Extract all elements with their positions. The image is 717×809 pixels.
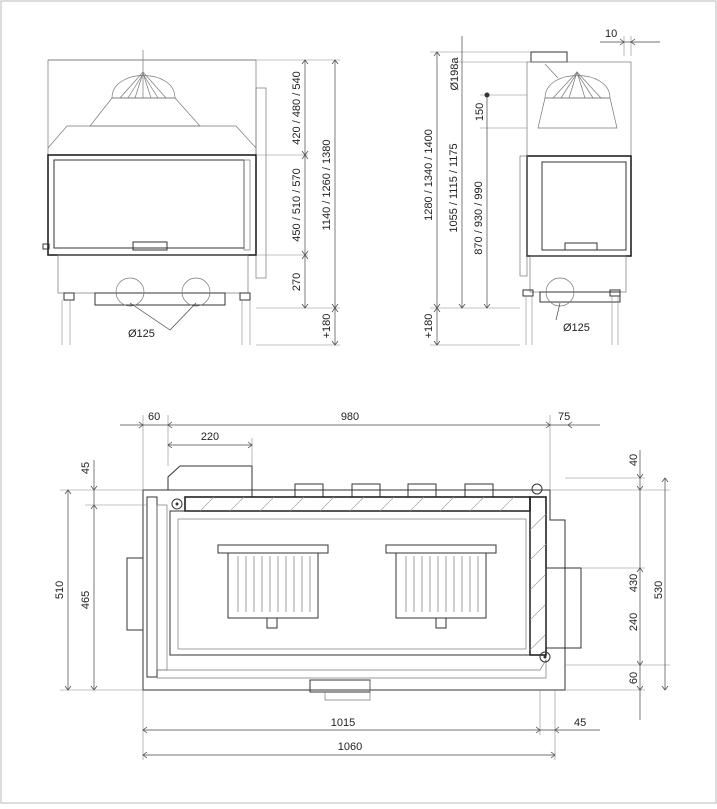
plan-view — [60, 415, 670, 760]
front-view — [42, 50, 340, 346]
side-dim-pipe: Ø125 — [563, 322, 590, 334]
plan-dim-45-top: 45 — [80, 462, 92, 474]
plan-dim-240: 240 — [628, 613, 640, 631]
plan-dim-980: 980 — [341, 411, 359, 423]
plan-dim-530: 530 — [653, 581, 665, 599]
front-dim-mid: 450 / 510 / 570 — [291, 168, 303, 241]
plan-dim-510: 510 — [54, 581, 66, 599]
side-dim-leg: +180 — [423, 314, 435, 339]
front-dim-pipe: Ø125 — [128, 328, 155, 340]
front-dim-top: 420 / 480 / 540 — [291, 71, 303, 144]
plan-dim-1015: 1015 — [331, 717, 355, 729]
side-view — [430, 36, 660, 346]
plan-dim-60-right: 60 — [628, 672, 640, 684]
side-dim-b: 870 / 930 / 990 — [473, 181, 485, 254]
plan-dim-465: 465 — [80, 591, 92, 609]
side-dim-total: 1280 / 1340 / 1400 — [423, 129, 435, 221]
plan-dim-430: 430 — [628, 574, 640, 592]
side-dim-150: 150 — [474, 103, 486, 121]
plan-dim-60-left: 60 — [148, 411, 160, 423]
front-dim-bot: 270 — [291, 273, 303, 291]
plan-dim-45-bottom: 45 — [574, 717, 586, 729]
plan-dim-220: 220 — [201, 431, 219, 443]
side-dim-a: 1055 / 1115 / 1175 — [448, 143, 460, 232]
plan-dim-40: 40 — [628, 454, 640, 466]
side-dim-flue: Ø198a — [449, 57, 461, 91]
front-dim-leg: +180 — [321, 314, 333, 339]
plan-dim-1060: 1060 — [338, 741, 362, 753]
side-dim-10: 10 — [605, 28, 617, 40]
front-dim-total: 1140 / 1260 / 1380 — [321, 140, 333, 231]
plan-dim-75: 75 — [558, 411, 570, 423]
